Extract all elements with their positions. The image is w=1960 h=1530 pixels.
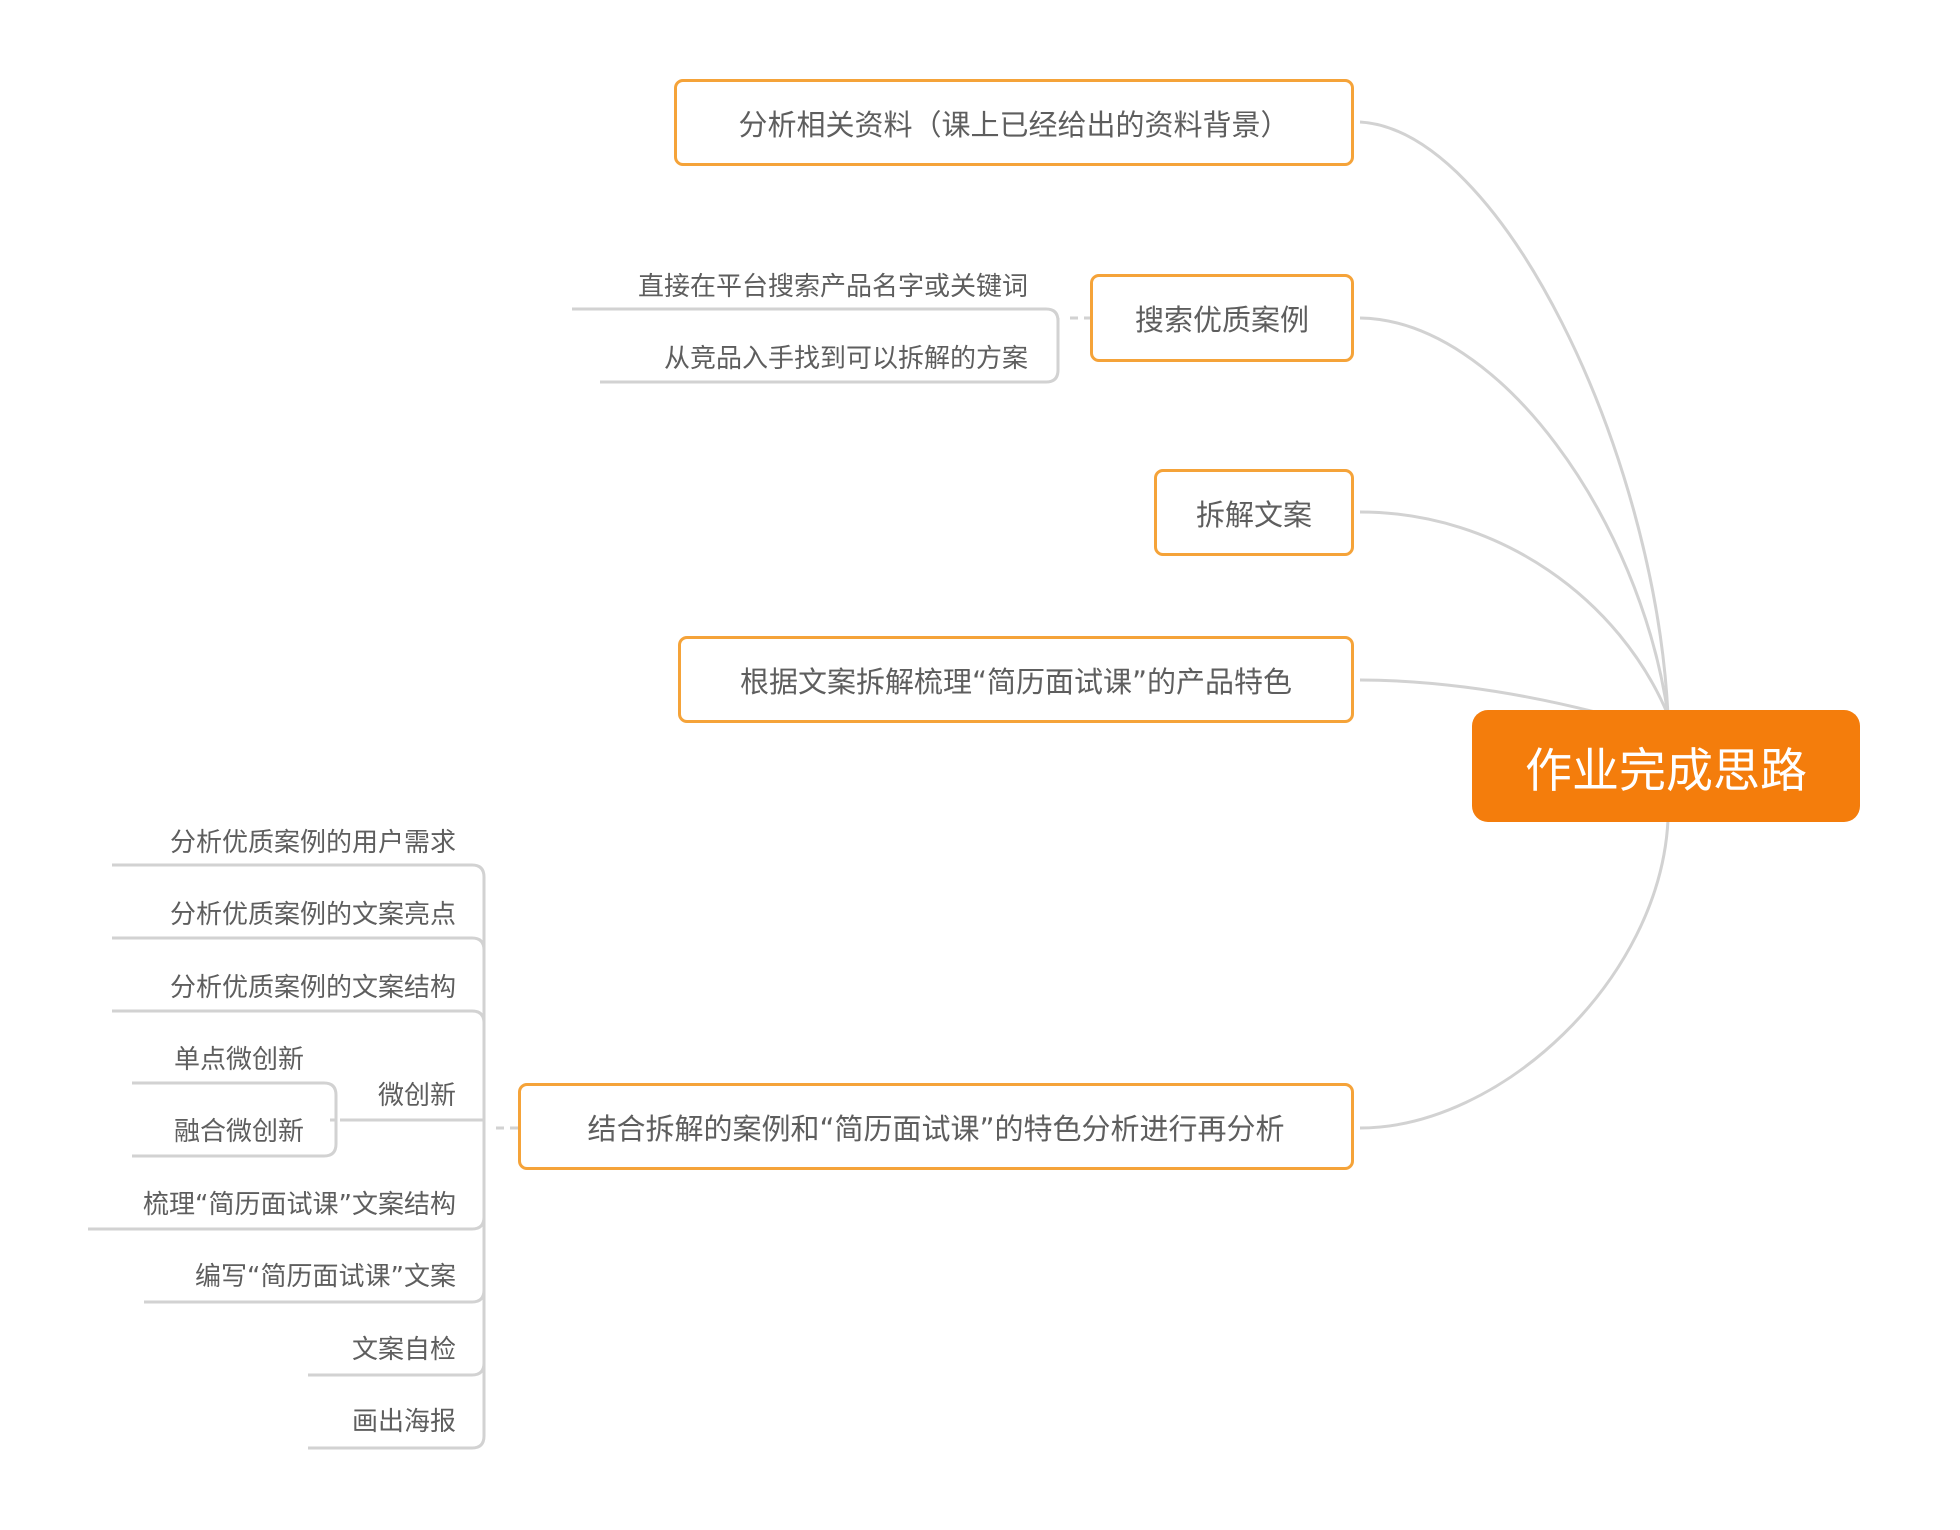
connector-root-b5 — [1359, 819, 1670, 1130]
connector-root-b3 — [1359, 510, 1670, 716]
connector-root-b2 — [1359, 316, 1670, 716]
branch-search-cases[interactable]: 搜索优质案例 — [1090, 274, 1354, 362]
branch-reanalyze[interactable]: 结合拆解的案例和“简历面试课”的特色分析进行再分析 — [518, 1083, 1354, 1170]
leaf-draw-poster[interactable]: 画出海报 — [351, 1407, 456, 1437]
root-topic[interactable]: 作业完成思路 — [1472, 710, 1860, 822]
leaf-organize-structure[interactable]: 梳理“简历面试课”文案结构 — [143, 1190, 456, 1220]
leaf-micro-innovation[interactable]: 微创新 — [377, 1081, 456, 1111]
branch-analyze-materials[interactable]: 分析相关资料（课上已经给出的资料背景） — [674, 79, 1354, 166]
branch-deconstruct-copy[interactable]: 拆解文案 — [1154, 469, 1354, 556]
leaf-user-needs[interactable]: 分析优质案例的用户需求 — [169, 828, 456, 858]
leaf-write-copy[interactable]: 编写“简历面试课”文案 — [195, 1262, 456, 1292]
leaf-single-point-innovation[interactable]: 单点微创新 — [173, 1045, 304, 1075]
connector-root-b4 — [1359, 678, 1596, 714]
leaf-copy-structure[interactable]: 分析优质案例的文案结构 — [169, 973, 456, 1003]
branch-product-features[interactable]: 根据文案拆解梳理“简历面试课”的产品特色 — [678, 636, 1354, 723]
connector-root-b1 — [1359, 120, 1670, 716]
leaf-fusion-innovation[interactable]: 融合微创新 — [173, 1117, 304, 1147]
leaf-copy-highlights[interactable]: 分析优质案例的文案亮点 — [169, 900, 456, 930]
leaf-self-check[interactable]: 文案自检 — [351, 1335, 456, 1365]
leaf-search-competitors[interactable]: 从竞品入手找到可以拆解的方案 — [663, 344, 1028, 374]
leaf-search-platform[interactable]: 直接在平台搜索产品名字或关键词 — [637, 272, 1028, 302]
